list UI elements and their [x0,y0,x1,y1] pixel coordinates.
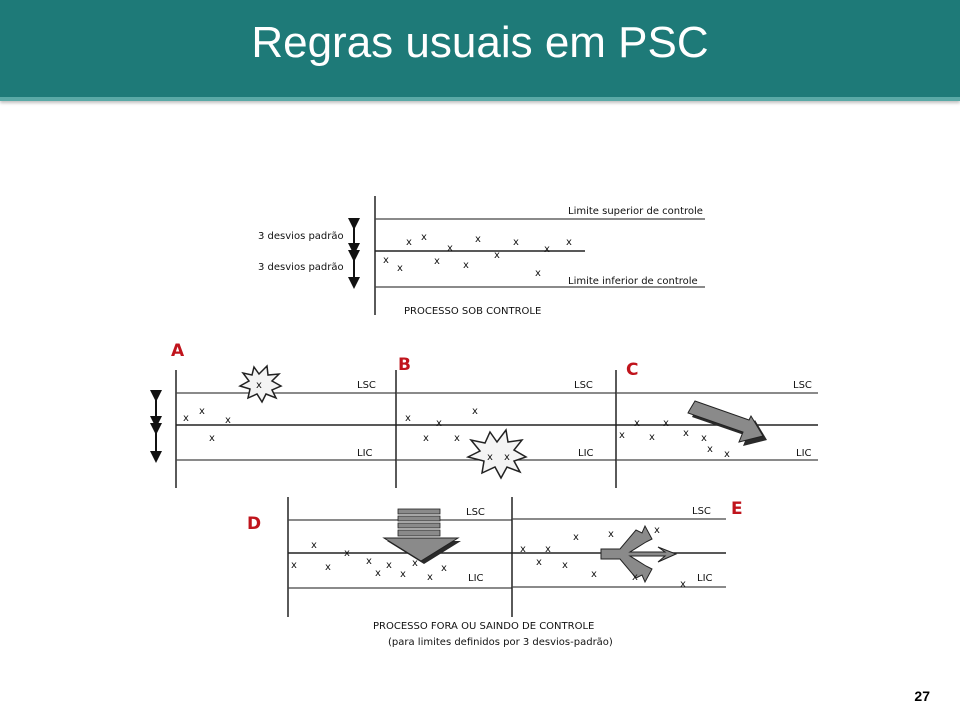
top-caption: PROCESSO SOB CONTROLE [404,306,541,317]
panel-a-lic-label: LIC [357,448,373,459]
data-point: x [423,433,429,444]
data-point: x [535,268,541,279]
data-point: x [724,449,730,460]
data-point: x [447,243,453,254]
explosion-icon [465,428,528,480]
panel-a-lsc-label: LSC [357,380,376,391]
panel-d-letter: D [247,514,261,534]
title-bar: Regras usuais em PSC [0,0,960,101]
panel-c-lic-label: LIC [796,448,812,459]
panel-d: D LSC LIC x x x x x x x x x x x [247,497,512,617]
panel-e-letter: E [731,499,743,519]
data-point: x [566,237,572,248]
top-diagram: Limite superior de controle Limite infer… [258,196,705,317]
data-point: x [325,562,331,573]
data-point: x [405,413,411,424]
data-point: x [225,415,231,426]
data-point: x [366,556,372,567]
panel-c-letter: C [626,360,638,380]
panel-c-lsc-label: LSC [793,380,812,391]
data-point: x [427,572,433,583]
data-point: x [441,563,447,574]
shift-arrow-icon [382,508,461,564]
lower-limit-label: Limite inferior de controle [568,276,698,287]
data-point: x [562,560,568,571]
data-point: x [421,232,427,243]
data-point: x [386,560,392,571]
panel-b-lic-label: LIC [578,448,594,459]
data-point: x [663,418,669,429]
data-point: x [344,548,350,559]
panel-d-lic-label: LIC [468,573,484,584]
panel-e: E LSC LIC x x x x x x x x x x [511,497,743,617]
slide-title: Regras usuais em PSC [251,18,709,67]
data-point: x [494,250,500,261]
data-point: x [475,234,481,245]
data-point: x [545,544,551,555]
data-point: x [634,418,640,429]
panel-b-lsc-label: LSC [574,380,593,391]
panel-a: A LSC LIC x x x x x [150,341,396,488]
data-point: x [400,569,406,580]
data-point: x [291,560,297,571]
data-point: x [199,406,205,417]
data-point: x [683,428,689,439]
panel-a-letter: A [171,341,185,361]
data-point: x [256,380,262,391]
data-point: x [513,237,519,248]
data-point: x [463,260,469,271]
data-point: x [375,568,381,579]
data-point: x [434,256,440,267]
panel-b: B LSC LIC x x x x x x x [395,355,616,488]
sigma-label-lower: 3 desvios padrão [258,262,344,273]
data-point: x [520,544,526,555]
panel-c: C LSC LIC x x x x x x x x [615,360,818,488]
data-point: x [504,452,510,463]
data-point: x [707,444,713,455]
data-point: x [680,579,686,590]
data-point: x [536,557,542,568]
data-point: x [649,432,655,443]
data-point: x [591,569,597,580]
data-point: x [608,529,614,540]
data-point: x [573,532,579,543]
top-points: x x x x x x x x x x x x x [383,232,572,279]
panel-e-lsc-label: LSC [692,506,711,517]
data-point: x [472,406,478,417]
explosion-icon [238,364,283,404]
data-point: x [412,558,418,569]
data-point: x [436,418,442,429]
data-point: x [454,433,460,444]
panel-e-lic-label: LIC [697,573,713,584]
bottom-caption-line1: PROCESSO FORA OU SAINDO DE CONTROLE [373,621,594,632]
sigma-label-upper: 3 desvios padrão [258,231,344,242]
panel-d-lsc-label: LSC [466,507,485,518]
data-point: x [619,430,625,441]
data-point: x [397,263,403,274]
panel-b-letter: B [398,355,411,375]
page-number: 27 [914,688,930,704]
data-point: x [209,433,215,444]
data-point: x [406,237,412,248]
diverging-arrow-icon [600,524,678,584]
trend-arrow-icon [687,400,764,443]
data-point: x [183,413,189,424]
data-point: x [632,572,638,583]
upper-limit-label: Limite superior de controle [568,206,703,217]
data-point: x [383,255,389,266]
data-point: x [654,525,660,536]
bottom-caption-line2: (para limites definidos por 3 desvios-pa… [388,637,613,648]
data-point: x [487,452,493,463]
data-point: x [311,540,317,551]
data-point: x [544,244,550,255]
data-point: x [701,433,707,444]
